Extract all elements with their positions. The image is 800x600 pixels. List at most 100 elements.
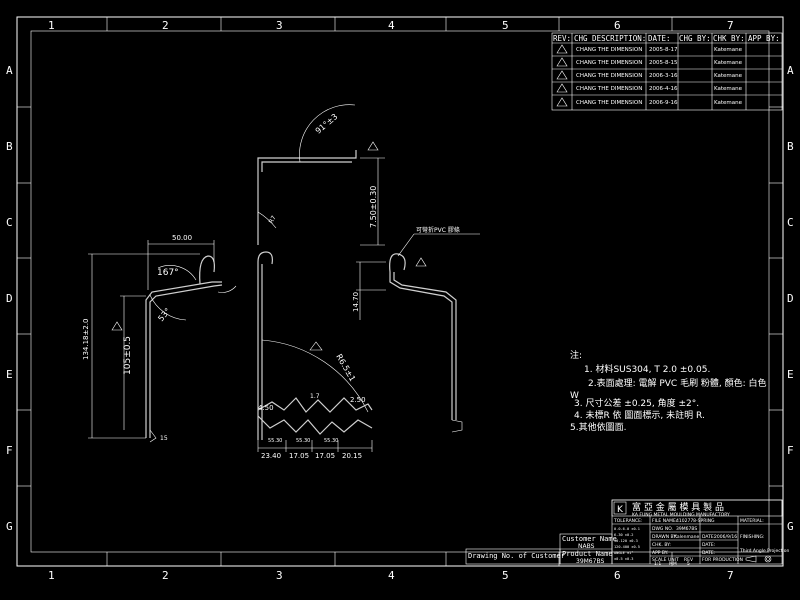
zone-letter: F <box>6 444 13 457</box>
right-side-view: 14.70 可彎折PVC 膠條 <box>352 226 480 433</box>
rev-by: Katemane <box>714 60 743 66</box>
dim-bottom: 17.05 <box>289 452 309 460</box>
rev-header: CHG DESCRIPTION: <box>574 34 646 43</box>
svg-text:R7: R7 <box>268 214 278 225</box>
dim-angle-17: 1.7 <box>310 393 320 400</box>
rev-row: CHANG THE DIMENSION 2005-8-17 Katemane <box>556 44 743 54</box>
dim-height-right: 7.50±0.30 <box>369 186 378 228</box>
zone-letter: C <box>6 216 13 229</box>
revision-table: REV: CHG DESCRIPTION: DATE: CHG BY: CHK … <box>551 32 783 111</box>
drawn-by: Kalenmane <box>674 534 699 540</box>
zone-number: 7 <box>727 569 734 582</box>
rev-label: REV <box>684 557 694 563</box>
zone-letter: D <box>6 292 13 305</box>
outer-border <box>16 16 784 567</box>
customer-name-label: Customer Name <box>562 535 617 543</box>
title-block: K 富 亞 金 屬 模 具 製 品 KA FUNG METAL MOULDING… <box>465 499 790 567</box>
zone-ticks <box>17 17 783 566</box>
zone-letter: B <box>787 140 794 153</box>
rev-by: Katemane <box>714 73 743 79</box>
zone-letter: E <box>787 368 794 381</box>
rev-header: REV: <box>553 34 571 43</box>
scale-value: 1:1 <box>654 561 661 567</box>
date-label: DATE: <box>702 542 715 548</box>
zone-number: 6 <box>614 569 621 582</box>
note-prefix: W <box>570 391 579 401</box>
date-label: DATE: <box>702 550 715 556</box>
unit-value: MM <box>669 561 677 567</box>
inner-border <box>30 30 770 553</box>
zone-letter: G <box>6 520 13 533</box>
center-long-view: R6.5±1 23.40 17.05 17.05 20.15 55.30 55.… <box>257 251 373 460</box>
note-line: 5.其他依圖面. <box>570 421 626 433</box>
zone-number: 2 <box>162 569 169 582</box>
note-line: 4. 未標R 依 圖面標示, 未註明 R. <box>574 409 705 421</box>
dim-bottom: 20.15 <box>342 452 362 460</box>
zone-letter: F <box>787 444 794 457</box>
rev-value: 5 <box>687 561 690 567</box>
rev-row: CHANG THE DIMENSION 2006-4-16 Katemane <box>556 83 743 93</box>
material-label: MATERIAL: <box>740 518 764 524</box>
date-label: DATE: <box>702 534 715 540</box>
dwg-no: 39M67BS <box>676 526 697 532</box>
file-name-label: FILE NAME: <box>652 518 677 524</box>
rev-desc: CHANG THE DIMENSION <box>576 60 642 66</box>
company-logo: K <box>617 505 624 515</box>
zone-letter: A <box>787 64 794 77</box>
tol-row: ±0.5 ±0.3 <box>614 557 633 561</box>
rev-row: CHANG THE DIMENSION 2006-9-16 Katemane <box>556 97 743 107</box>
zone-number: 5 <box>502 569 509 582</box>
tol-row: ANGLE ±1° <box>614 551 633 555</box>
dim-bottom: 17.05 <box>315 452 335 460</box>
dim-small: 55.30 <box>268 438 282 444</box>
rev-header: CHK BY: <box>713 34 745 43</box>
zone-letter: A <box>6 64 13 77</box>
note-line: 1. 材料SUS304, T 2.0 ±0.05. <box>584 363 710 375</box>
rev-desc: CHANG THE DIMENSION <box>576 100 642 106</box>
svg-text:15: 15 <box>160 435 168 442</box>
zone-number: 4 <box>388 569 395 582</box>
notes-heading: 注: <box>570 349 582 361</box>
note-line: 3. 尺寸公差 ±0.25, 角度 ±2°. <box>574 397 699 409</box>
rev-header: APP BY: <box>748 34 780 43</box>
dim-width-top: 50.00 <box>172 234 192 242</box>
rev-date: 2005-8-15 <box>649 60 678 66</box>
for-production: FOR PRODUCTION <box>702 557 743 563</box>
dim-height-14: 14.70 <box>352 292 360 312</box>
product-name: 39M67BS <box>576 558 604 565</box>
tol-row: 120-400 ±0.5 <box>614 545 640 549</box>
notes-block: 注: 1. 材料SUS304, T 2.0 ±0.05. 2.表面處理: 電解 … <box>570 349 767 433</box>
dim-height-left: 134.18±2.0 <box>82 319 90 361</box>
tolerance-label: TOLERANCE: <box>613 518 643 524</box>
dim-bottom: 23.40 <box>261 452 281 460</box>
dim-height-inner: 105±0.5 <box>123 336 133 375</box>
company-name-en: KA FUNG METAL MOULDING MANUFACTORY <box>632 512 730 518</box>
tol-row: 0.0-6.0 ±0.1 <box>614 527 640 531</box>
rev-date: 2006-9-16 <box>649 100 678 106</box>
right-zone-letters: A B C D E F G <box>787 64 794 533</box>
zone-number: 3 <box>276 19 283 32</box>
rev-header: CHG BY: <box>679 34 711 43</box>
finishing-label: FINISHING: <box>740 534 765 540</box>
note-line: 2.表面處理: 電解 PVC 毛刷 粉體, 顏色: 白色 <box>588 377 767 389</box>
zone-number: 5 <box>502 19 509 32</box>
left-zone-letters: A B C D E F G <box>6 64 13 533</box>
dim-450: 4.50 <box>258 404 274 412</box>
rev-desc: CHANG THE DIMENSION <box>576 86 642 92</box>
zone-number: 7 <box>727 19 734 32</box>
rev-by: Katemane <box>714 47 743 53</box>
dim-small: 55.30 <box>324 438 338 444</box>
scale-label: SCALE <box>652 557 667 563</box>
rev-desc: CHANG THE DIMENSION <box>576 73 642 79</box>
rev-by: Katemane <box>714 86 743 92</box>
company-name-cn: 富 亞 金 屬 模 具 製 品 <box>632 501 724 513</box>
zone-number: 6 <box>614 19 621 32</box>
rev-desc: CHANG THE DIMENSION <box>576 47 642 53</box>
tol-row: 6-30 ±0.2 <box>614 533 633 537</box>
zone-letter: C <box>787 216 794 229</box>
unit-label: UNIT <box>668 557 679 563</box>
zone-letter: E <box>6 368 13 381</box>
zone-number: 4 <box>388 19 395 32</box>
pvc-note: 可彎折PVC 膠條 <box>416 226 460 234</box>
